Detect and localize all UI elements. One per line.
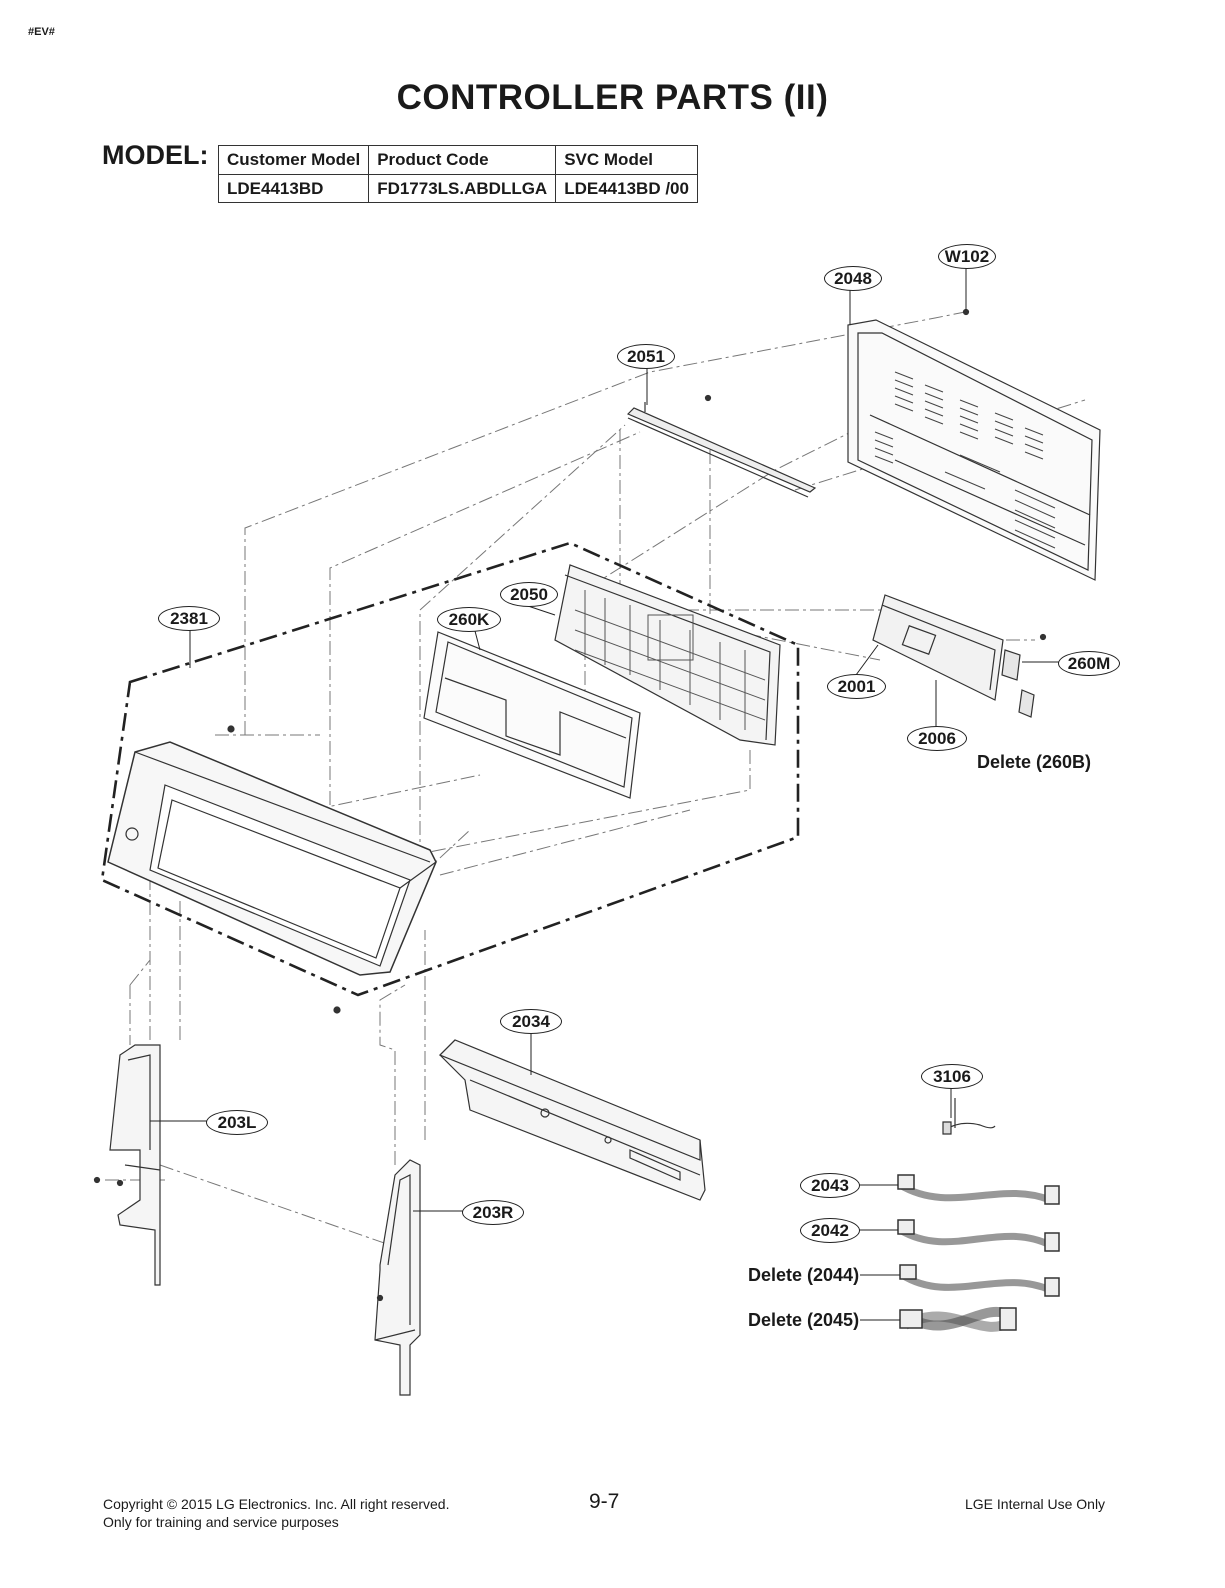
header-customer-model: Customer Model — [217, 145, 370, 175]
callout-2050: 2050 — [500, 582, 558, 607]
callout-2048: 2048 — [824, 266, 882, 291]
footer-purpose: Only for training and service purposes — [103, 1514, 339, 1530]
control-panel-2381 — [107, 725, 437, 1014]
header-svc-model: SVC Model — [555, 145, 698, 175]
footer-internal: LGE Internal Use Only — [965, 1496, 1106, 1512]
callout-2043: 2043 — [800, 1173, 860, 1198]
label-delete-2044: Delete (2044) — [748, 1265, 860, 1285]
control-housing-2050 — [554, 564, 781, 746]
callout-260k: 260K — [437, 607, 501, 632]
document-tag: #EV# — [28, 26, 55, 38]
side-bracket-203l — [93, 1044, 161, 1286]
callout-2034: 2034 — [500, 1009, 562, 1034]
pcb-2001-2006 — [872, 594, 1047, 718]
cell-customer-model: LDE4413BD — [217, 174, 370, 203]
callout-260m: 260M — [1058, 651, 1120, 676]
page-number: 9-7 — [589, 1490, 620, 1513]
callout-203r: 203R — [462, 1200, 524, 1225]
callout-leaders — [150, 268, 1060, 1321]
label-delete-260b: Delete (260B) — [977, 752, 1092, 772]
callout-203l: 203L — [206, 1110, 268, 1135]
callout-w102: W102 — [938, 244, 996, 269]
callout-2042: 2042 — [800, 1218, 860, 1243]
callout-2001: 2001 — [827, 674, 886, 699]
callout-3106: 3106 — [921, 1064, 983, 1089]
label-delete-2045: Delete (2045) — [748, 1310, 860, 1330]
header-product-code: Product Code — [368, 145, 557, 175]
model-table: Customer Model Product Code SVC Model LD… — [217, 145, 698, 203]
callout-2381: 2381 — [158, 606, 220, 631]
cell-svc-model: LDE4413BD /00 — [555, 174, 698, 203]
harness-2045 — [899, 1306, 1017, 1332]
side-bracket-203r — [374, 1159, 421, 1396]
cell-product-code: FD1773LS.ABDLLGA — [368, 174, 557, 203]
rear-panel-2048 — [847, 308, 1101, 581]
harness-2042 — [897, 1219, 1060, 1252]
footer-copyright: Copyright © 2015 LG Electronics. Inc. Al… — [103, 1496, 450, 1512]
rail-2051 — [626, 394, 817, 498]
model-table-header-row: Customer Model Product Code SVC Model — [217, 145, 698, 175]
model-table-row: LDE4413BD FD1773LS.ABDLLGA LDE4413BD /00 — [217, 174, 698, 203]
model-label: MODEL: — [102, 140, 209, 170]
harness-2043 — [897, 1174, 1060, 1205]
page-title: CONTROLLER PARTS (II) — [396, 78, 829, 117]
harness-2044 — [899, 1264, 1060, 1297]
bracket-2034 — [438, 1039, 706, 1201]
callout-2006: 2006 — [907, 726, 967, 751]
callout-2051: 2051 — [617, 344, 675, 369]
clip-3106 — [942, 1098, 996, 1135]
footer-left: Copyright © 2015 LG Electronics. Inc. Al… — [103, 1495, 449, 1531]
display-window-260k — [423, 631, 641, 799]
